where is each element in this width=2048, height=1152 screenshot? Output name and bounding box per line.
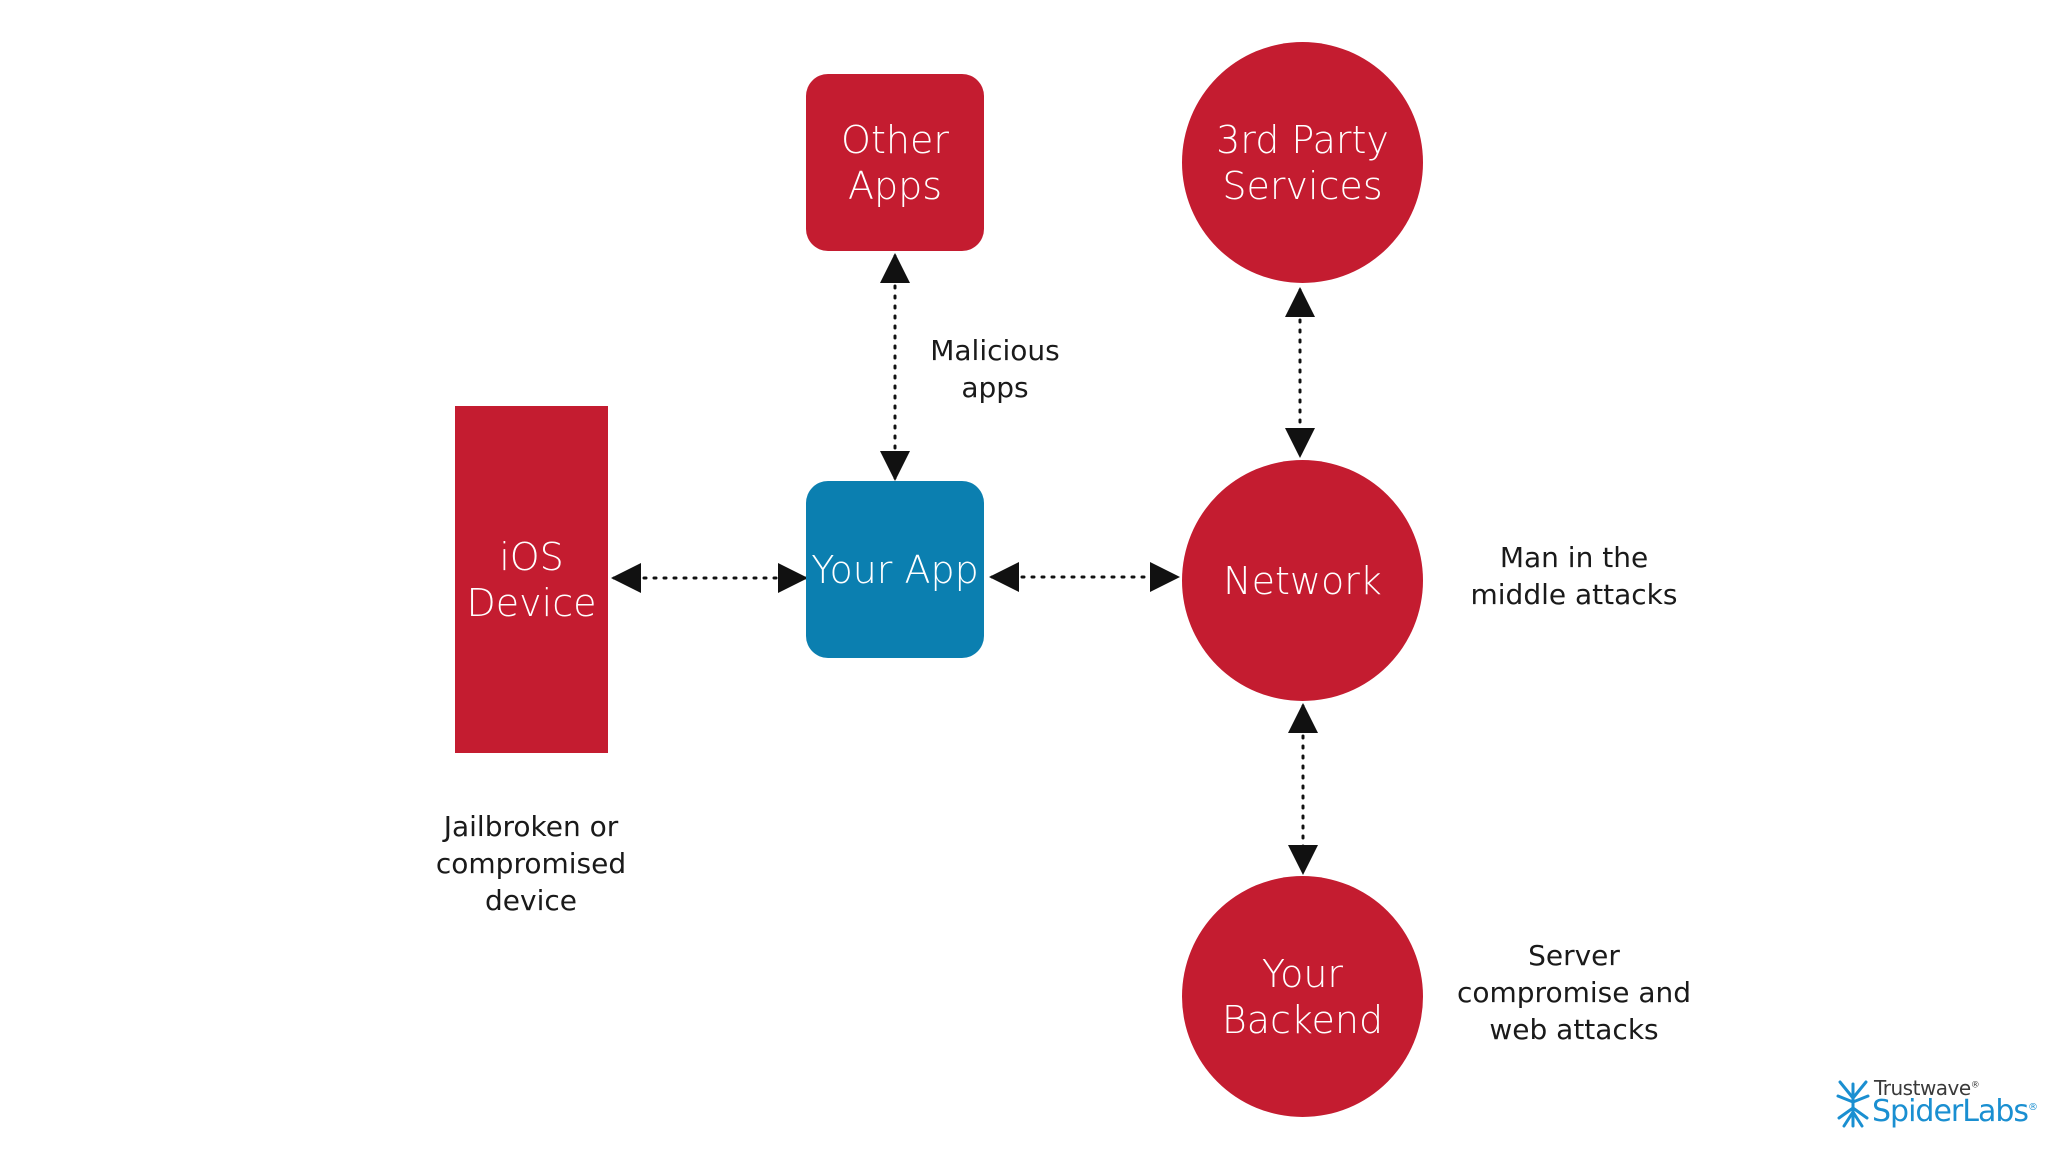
trustwave-spiderlabs-logo: Trustwave® SpiderLabs® <box>1836 1076 2038 1134</box>
node-your-app: Your App <box>806 481 984 658</box>
spider-icon <box>1836 1080 1870 1128</box>
node-network: Network <box>1182 460 1423 701</box>
note-server-compromise: Server compromise and web attacks <box>1456 939 1692 1046</box>
node-third-party-services: 3rd Party Services <box>1182 42 1423 283</box>
node-other-apps: Other Apps <box>806 74 984 251</box>
logo-trustwave-text: Trustwave® <box>1874 1076 1980 1100</box>
node-ios-device: iOS Device <box>455 406 608 753</box>
note-man-in-the-middle: Man in the middle attacks <box>1470 541 1678 611</box>
note-malicious-apps: Malicious apps <box>930 334 1060 404</box>
logo-spiderlabs-text: SpiderLabs® <box>1872 1094 2038 1129</box>
node-your-backend: Your Backend <box>1182 876 1423 1117</box>
note-jailbroken-device: Jailbroken or compromised device <box>435 810 627 917</box>
